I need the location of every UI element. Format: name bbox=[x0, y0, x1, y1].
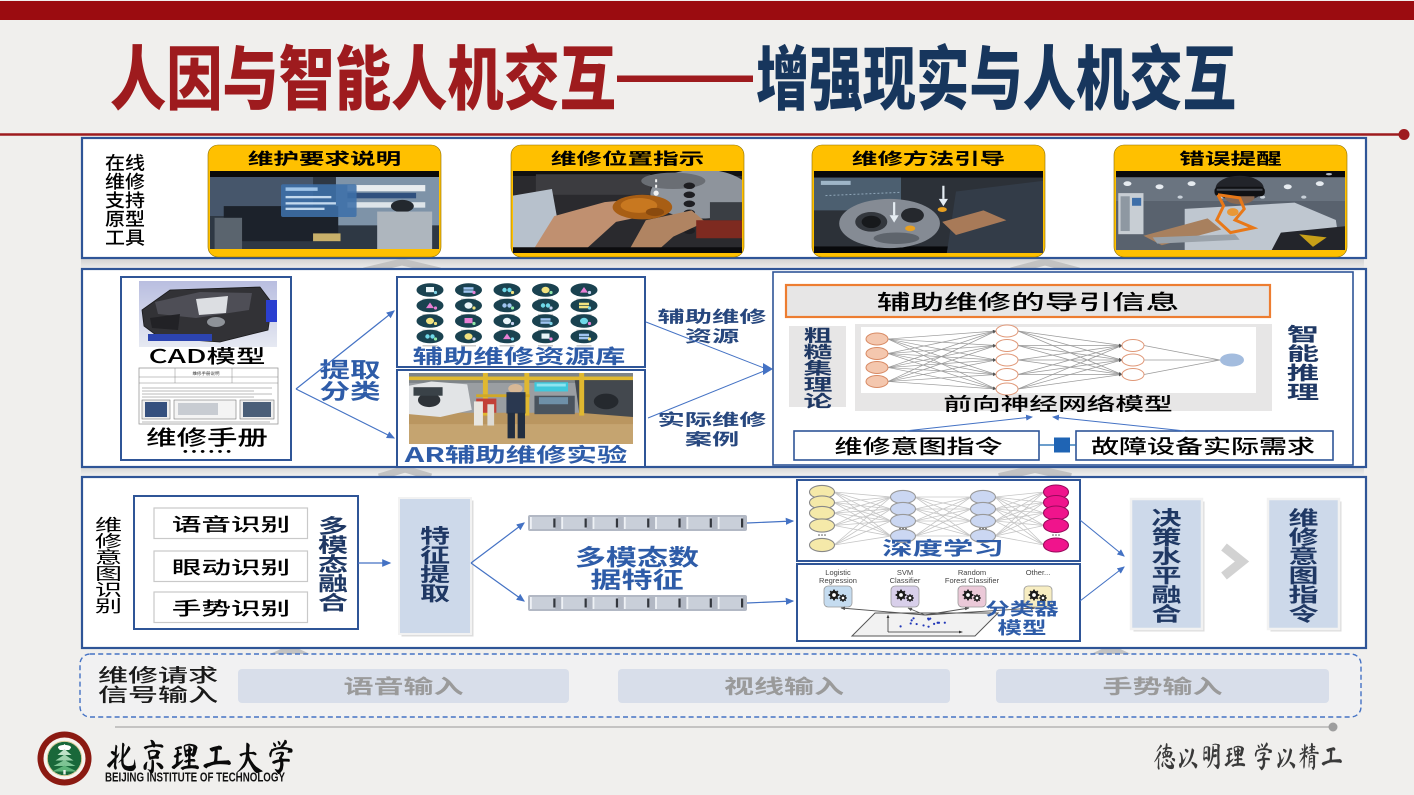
svg-text:Forest Classifier: Forest Classifier bbox=[945, 576, 1000, 585]
svg-text:Logistic: Logistic bbox=[825, 568, 851, 577]
svg-text:BEIJING INSTITUTE OF TECHNOLOG: BEIJING INSTITUTE OF TECHNOLOGY bbox=[105, 770, 285, 785]
svg-text:Classifier: Classifier bbox=[890, 576, 921, 585]
svg-text:Other...: Other... bbox=[1026, 568, 1051, 577]
svg-text:Regression: Regression bbox=[819, 576, 857, 585]
svg-text:Random: Random bbox=[958, 568, 986, 577]
svg-text:SVM: SVM bbox=[897, 568, 913, 577]
